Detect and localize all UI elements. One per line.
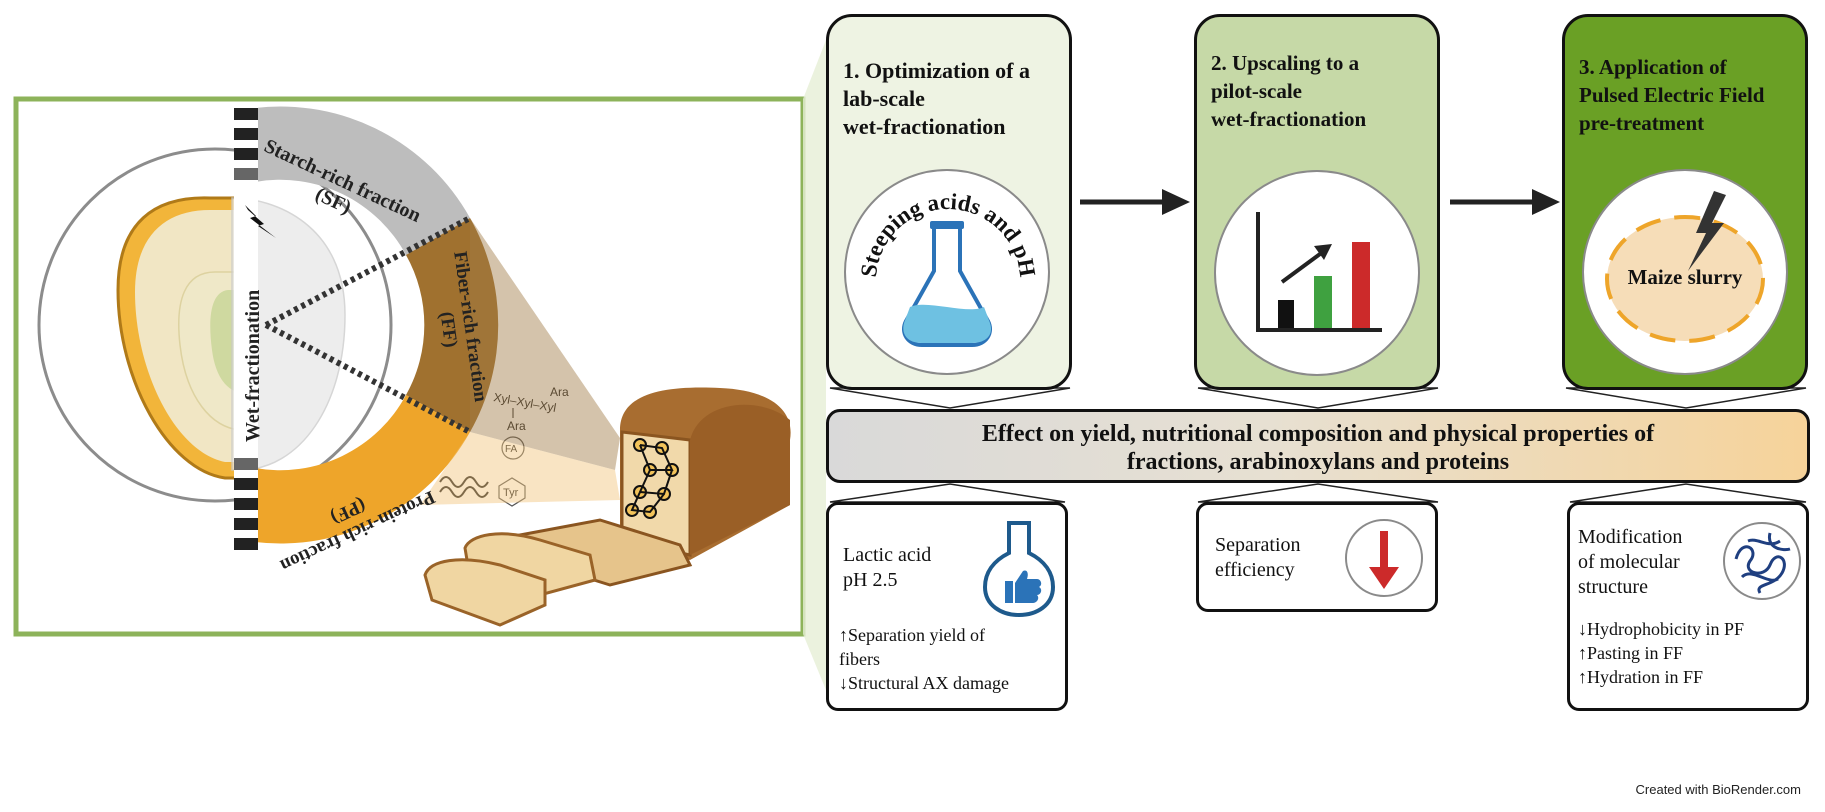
result-3-list: ↓Hydrophobicity in PF ↑Pasting in FF ↑Hy… [1578, 617, 1744, 689]
stage-2-circle [1214, 170, 1420, 376]
result-2-box: Separation efficiency [1196, 502, 1438, 612]
stage-2-title: 2. Upscaling to a pilot-scale wet-fracti… [1211, 51, 1367, 131]
stage2-connector [1197, 387, 1439, 409]
stage-3-title: 3. Application of Pulsed Electric Field … [1579, 55, 1765, 135]
fa-label: FA [505, 444, 518, 455]
result-1-list: ↑Separation yield of fibers ↓Structural … [839, 623, 1009, 695]
wet-fractionation-label: Wet-fractionation [242, 289, 264, 442]
pef-lightning-icon [1688, 191, 1726, 271]
result2-connector [1197, 483, 1439, 503]
maize-slurry-icon [1605, 191, 1765, 343]
result1-connector [829, 483, 1066, 503]
result-1-box: Lactic acid pH 2.5 ↑Separation yield of … [826, 502, 1068, 711]
result-2-label: Separation efficiency [1215, 534, 1301, 581]
ara-bottom-label: Ara [507, 419, 526, 433]
protein-wedge [420, 432, 620, 505]
zoom-fan [803, 40, 826, 690]
down-arrow-icon [1345, 519, 1423, 597]
bread-icon [423, 387, 791, 627]
result-1-item-1: ↑Separation yield of fibers [839, 625, 985, 669]
separator-line-2 [264, 322, 472, 435]
protein-network-icon [1723, 522, 1801, 600]
kernel-outline-circle [37, 147, 393, 503]
thumbs-up-flask-icon [982, 521, 1056, 618]
protein-band [255, 395, 470, 544]
effect-bar: Effect on yield, nutritional composition… [826, 409, 1810, 483]
biorender-credit: Created with BioRender.com [1635, 782, 1801, 797]
fiber-wedge [470, 218, 620, 470]
result-3-item-3: ↑Hydration in FF [1578, 667, 1704, 687]
stage-arrow-1 [1080, 189, 1190, 215]
stage-1-title: 1. Optimization of a lab-scale wet-fract… [843, 58, 1030, 139]
stage-2-box: 2. Upscaling to a pilot-scale wet-fracti… [1194, 14, 1440, 390]
lightning-icon [245, 205, 276, 238]
maize-slurry-label: Maize slurry [1627, 265, 1743, 289]
result-1-label: Lactic acid pH 2.5 [843, 544, 932, 591]
fiber-band [406, 218, 499, 432]
result-1-item-2: ↓Structural AX damage [839, 673, 1009, 693]
effect-bar-line2: fractions, arabinoxylans and proteins [1126, 449, 1510, 475]
stage-1-box: 1. Optimization of a lab-scale wet-fract… [826, 14, 1072, 390]
result-3-box: Modification of molecular structure ↓Hyd… [1567, 502, 1809, 711]
bar-chart-icon [1256, 212, 1382, 332]
result3-connector [1569, 483, 1807, 503]
result-3-label: Modification of molecular structure [1578, 526, 1683, 598]
tyr-label: Tyr [503, 487, 519, 499]
wet-fractionation-column [234, 106, 258, 558]
stage-3-circle: Maize slurry [1582, 169, 1788, 375]
stage1-connector [829, 387, 1071, 409]
stage-3-box: 3. Application of Pulsed Electric Field … [1562, 14, 1808, 390]
effect-bar-line1: Effect on yield, nutritional composition… [981, 421, 1655, 447]
stage3-connector [1565, 387, 1807, 409]
flask-icon: Steeping acids and pH [856, 189, 1040, 347]
starch-band [255, 106, 470, 255]
separator-line-1 [264, 215, 472, 328]
ara-top-label: Ara [550, 385, 569, 399]
result-3-item-2: ↑Pasting in FF [1578, 643, 1684, 663]
stage-1-circle: Steeping acids and pH [844, 169, 1050, 375]
result-3-item-1: ↓Hydrophobicity in PF [1578, 619, 1745, 639]
stage-arrow-2 [1450, 189, 1560, 215]
